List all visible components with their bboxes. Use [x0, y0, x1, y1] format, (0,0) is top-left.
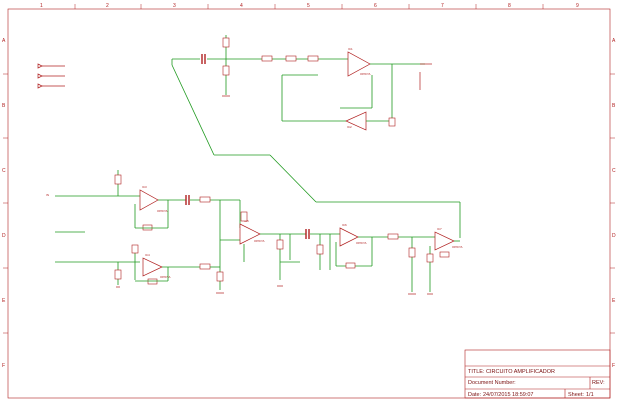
opamp-ref: IC3	[142, 185, 147, 189]
column-label: 6	[374, 3, 377, 9]
svg-text:IN: IN	[46, 193, 49, 197]
row-label: D	[2, 233, 6, 239]
frame-row-labels-right: A B C D E F	[612, 38, 616, 369]
row-label: C	[2, 168, 6, 174]
opamp-differential	[239, 223, 261, 245]
row-label: B	[612, 103, 616, 109]
document-number-label: Document Number:	[468, 380, 516, 386]
date-value: 24/07/2015 18:59:07	[483, 392, 533, 398]
opamp-part: OP07/A	[160, 275, 171, 279]
resistor	[261, 55, 273, 62]
opamp-ref: IC7	[437, 227, 442, 231]
opamp-input-upper	[139, 189, 159, 211]
frame-row-labels-left: A B C D E F	[2, 38, 6, 369]
row-label: B	[2, 103, 6, 109]
title-label: TITLE:	[468, 369, 485, 375]
opamp-part: OP07/A	[254, 239, 265, 243]
opamp-ref: IC6	[342, 223, 347, 227]
opamp-stage-6	[339, 227, 359, 247]
column-label: 1	[40, 3, 43, 9]
opamp-ref: IC4	[145, 253, 150, 257]
row-label: D	[612, 233, 616, 239]
column-label: 5	[307, 3, 310, 9]
column-label: 9	[576, 3, 579, 9]
opamp-part: OP07/A	[360, 72, 371, 76]
power-connector-left	[37, 63, 65, 89]
row-label: E	[612, 298, 616, 304]
opamp-output	[434, 231, 455, 251]
column-label: 4	[240, 3, 243, 9]
column-label: 8	[508, 3, 511, 9]
opamp-top	[347, 51, 371, 77]
opamp-part: OP07/A	[356, 241, 367, 245]
column-label: 3	[173, 3, 176, 9]
opamp-input-lower	[142, 257, 163, 277]
sheet-label: Sheet:	[568, 392, 584, 398]
row-label: F	[2, 363, 5, 369]
opamp-part: OP07/A	[157, 209, 168, 213]
rev-label: REV:	[592, 380, 605, 386]
title-text: CIRCUITO AMPLIFICADOR	[486, 369, 555, 375]
row-label: A	[2, 38, 6, 44]
bottom-section: IN IC3 OP07/A IC4 OP07/A	[46, 170, 463, 295]
opamp-ref: IC1	[348, 47, 353, 51]
opamp-ref: IC2	[347, 125, 352, 129]
date-label: Date:	[468, 392, 482, 398]
row-label: C	[612, 168, 616, 174]
frame-column-labels: 1 2 3 4 5 6 7 8 9	[40, 3, 579, 9]
sheet-value: 1/1	[586, 392, 594, 398]
row-label: F	[612, 363, 615, 369]
top-section: IC1 OP07/A IC2	[37, 35, 461, 238]
resistor	[222, 37, 230, 48]
column-label: 7	[441, 3, 444, 9]
opamp-part: OP07/A	[452, 245, 463, 249]
title-block: TITLE: CIRCUITO AMPLIFICADOR Document Nu…	[464, 349, 611, 399]
drawing-frame	[3, 4, 615, 399]
row-label: A	[612, 38, 616, 44]
column-label: 2	[106, 3, 109, 9]
row-label: E	[2, 298, 6, 304]
